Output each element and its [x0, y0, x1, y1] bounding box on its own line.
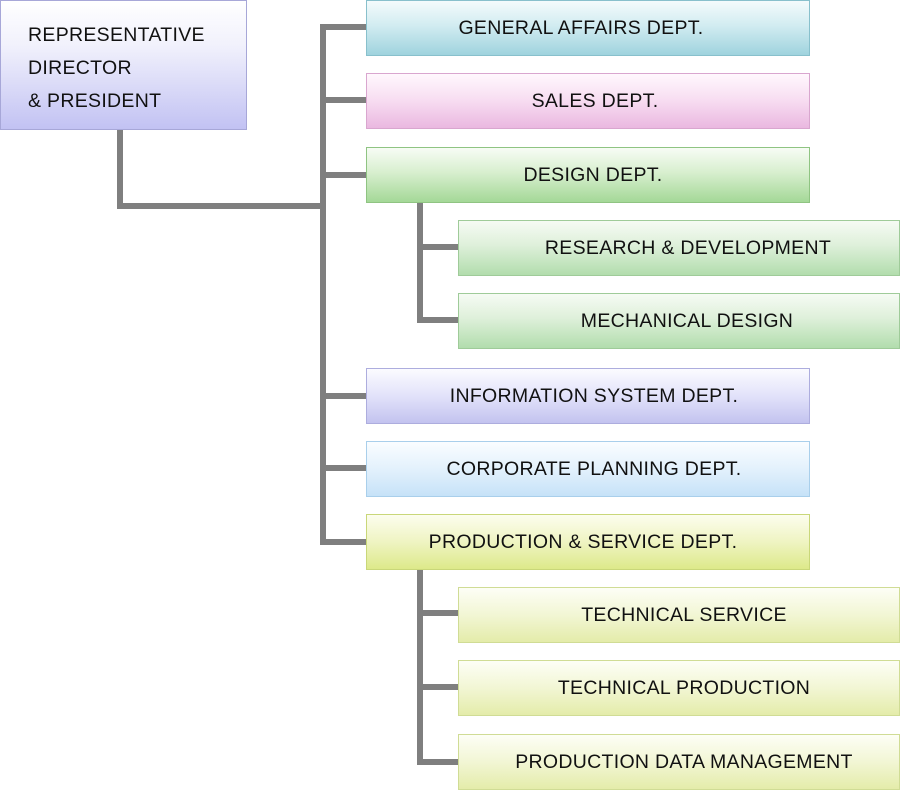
dept-label: CORPORATE PLANNING DEPT.	[446, 457, 742, 480]
dept-label: DESIGN DEPT.	[523, 163, 663, 186]
connector-main-trunk	[320, 24, 366, 545]
subdept-mechanical-design: MECHANICAL DESIGN	[458, 293, 900, 349]
subdept-technical-service: TECHNICAL SERVICE	[458, 587, 900, 643]
president-box: REPRESENTATIVE DIRECTOR & PRESIDENT	[0, 0, 247, 130]
subdept-technical-production: TECHNICAL PRODUCTION	[458, 660, 900, 716]
dept-corporate-planning: CORPORATE PLANNING DEPT.	[366, 441, 810, 497]
president-title-line-3: & PRESIDENT	[28, 90, 162, 112]
connector-lines	[117, 24, 458, 765]
dept-sales: SALES DEPT.	[366, 73, 810, 129]
president-title-line-1: REPRESENTATIVE	[28, 24, 205, 46]
subdept-label: TECHNICAL SERVICE	[581, 603, 787, 626]
dept-design: DESIGN DEPT.	[366, 147, 810, 203]
dept-label: GENERAL AFFAIRS DEPT.	[458, 16, 704, 39]
subdept-production-data-management: PRODUCTION DATA MANAGEMENT	[458, 734, 900, 790]
connector-production-branch	[417, 569, 458, 765]
subdept-label: RESEARCH & DEVELOPMENT	[544, 236, 832, 259]
subdept-label: PRODUCTION DATA MANAGEMENT	[515, 750, 853, 773]
dept-information-system: INFORMATION SYSTEM DEPT.	[366, 368, 810, 424]
connector-president-trunk	[117, 130, 323, 209]
subdept-research-development: RESEARCH & DEVELOPMENT	[458, 220, 900, 276]
subdept-label: TECHNICAL PRODUCTION	[557, 676, 811, 699]
subdept-label: MECHANICAL DESIGN	[580, 309, 794, 332]
dept-label: INFORMATION SYSTEM DEPT.	[449, 384, 739, 407]
dept-label: PRODUCTION & SERVICE DEPT.	[428, 530, 738, 553]
dept-general-affairs: GENERAL AFFAIRS DEPT.	[366, 0, 810, 56]
connector-design-branch	[417, 203, 458, 323]
dept-label: SALES DEPT.	[531, 89, 659, 112]
president-title-line-2: DIRECTOR	[28, 57, 132, 79]
dept-production-service: PRODUCTION & SERVICE DEPT.	[366, 514, 810, 570]
